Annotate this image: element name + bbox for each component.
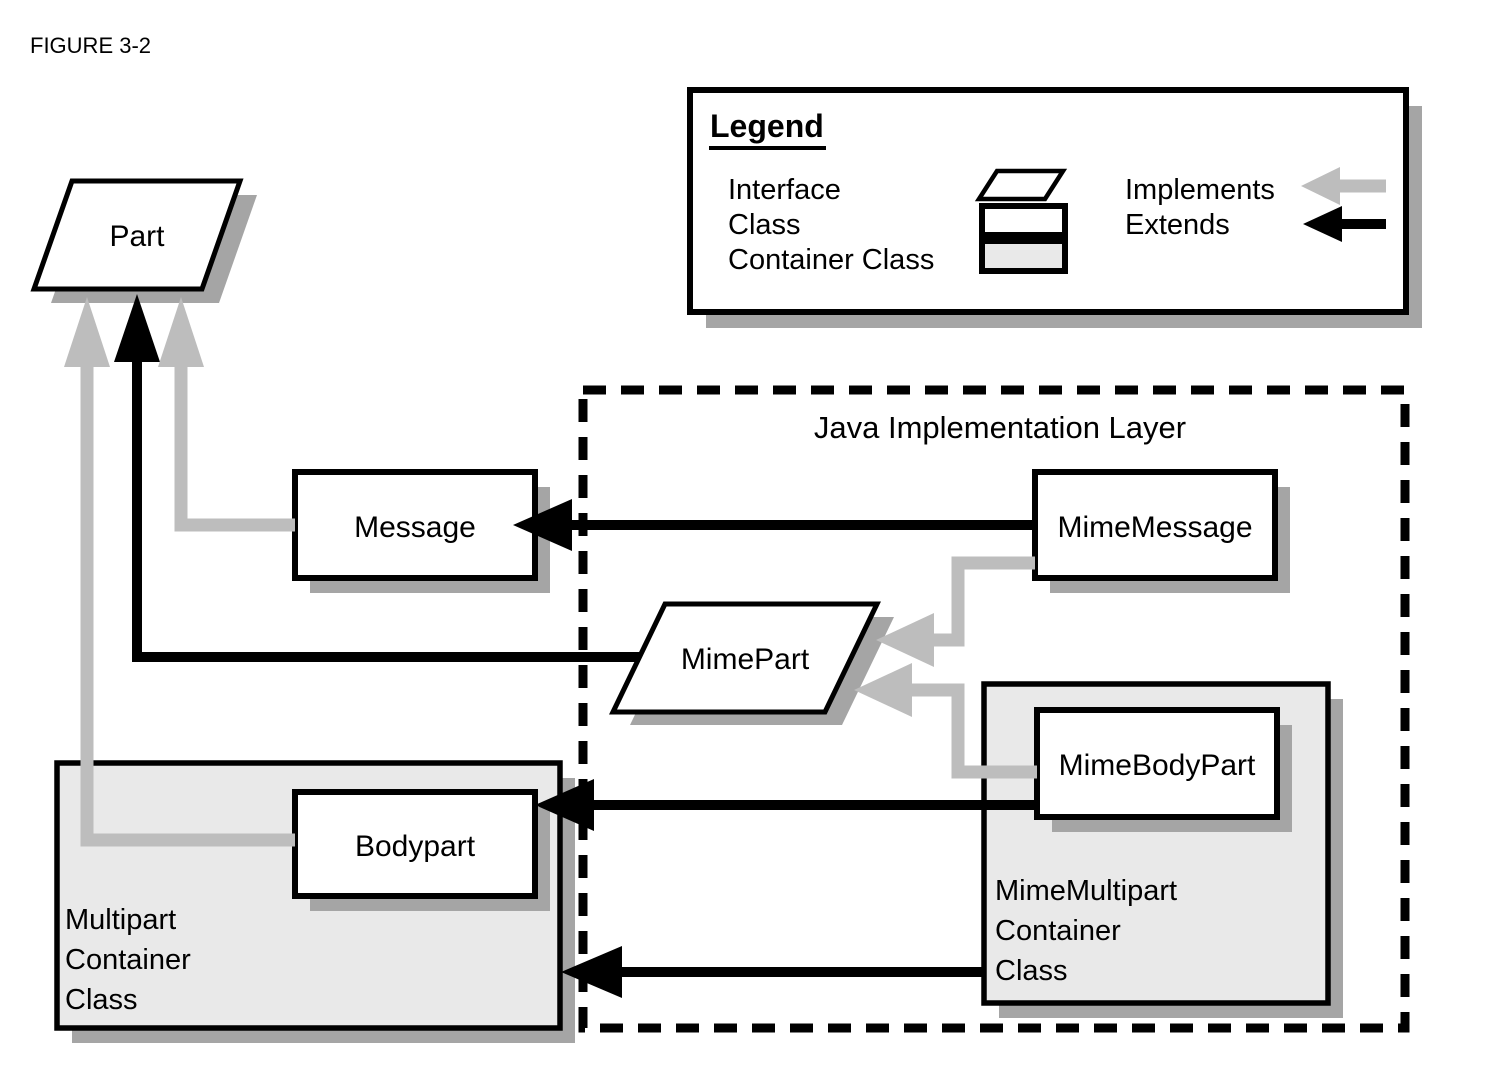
message-box [292, 469, 538, 581]
mime-multipart-label-line3: Class [995, 955, 1068, 987]
container-class-symbol-icon [979, 238, 1068, 274]
extends-arrow-mimebodypart-to-bodypart [535, 779, 1037, 831]
mime-body-part-class-node: MimeBodyPart [1034, 707, 1292, 832]
part-interface-node: Part [30, 178, 257, 303]
java-implementation-layer-border [578, 385, 1410, 1033]
bodypart-label: Bodypart [355, 830, 476, 863]
legend-implements-label: Implements [1125, 174, 1275, 206]
interface-symbol-icon [974, 168, 1068, 202]
mime-body-part-box [1034, 707, 1280, 820]
part-shape [30, 178, 244, 292]
implements-arrow-message-to-part [158, 297, 295, 532]
extends-arrow-icon [1303, 206, 1386, 242]
message-class-node: Message [292, 469, 550, 593]
extends-arrow-mimemessage-to-message [513, 499, 1035, 551]
legend-item-class-label: Class [728, 209, 801, 241]
legend: Legend Interface Class Container Class I… [687, 87, 1422, 328]
mime-part-label: MimePart [681, 643, 810, 676]
legend-title: Legend [710, 108, 824, 144]
legend-extends-label: Extends [1125, 209, 1230, 241]
mime-body-part-label: MimeBodyPart [1059, 749, 1256, 782]
multipart-label-line2: Container [65, 944, 191, 976]
multipart-label-line1: Multipart [65, 904, 176, 936]
mime-multipart-label-line1: MimeMultipart [995, 875, 1177, 907]
legend-item-interface-label: Interface [728, 174, 841, 206]
java-implementation-layer-title: Java Implementation Layer [814, 410, 1186, 445]
message-label: Message [354, 511, 476, 544]
implements-arrow-icon [1301, 167, 1386, 205]
legend-box [687, 87, 1409, 315]
mime-message-label: MimeMessage [1057, 511, 1252, 544]
mime-message-box [1032, 469, 1278, 581]
mime-message-class-node: MimeMessage [1032, 469, 1290, 593]
mime-multipart-label-line2: Container [995, 915, 1121, 947]
figure-label: FIGURE 3-2 [30, 33, 151, 58]
bodypart-box [292, 789, 538, 899]
extends-arrow-mimemultipart-to-multipart [561, 946, 984, 998]
class-symbol-icon [979, 203, 1068, 238]
mime-part-interface-node: MimePart [609, 601, 894, 725]
java-implementation-layer: Java Implementation Layer [578, 385, 1410, 1033]
bodypart-class-node: Bodypart [292, 789, 550, 911]
multipart-label-line3: Class [65, 984, 138, 1016]
implements-arrow-mimemessage-to-mimepart [876, 556, 1035, 667]
implements-arrow-mimebodypart-to-mimepart [854, 663, 1037, 779]
part-label: Part [109, 220, 165, 253]
extends-arrow-mimepart-to-part [114, 294, 640, 662]
legend-item-container-class-label: Container Class [728, 244, 934, 276]
mime-part-shape [609, 601, 881, 715]
implements-arrow-bodypart-to-part [64, 297, 295, 847]
